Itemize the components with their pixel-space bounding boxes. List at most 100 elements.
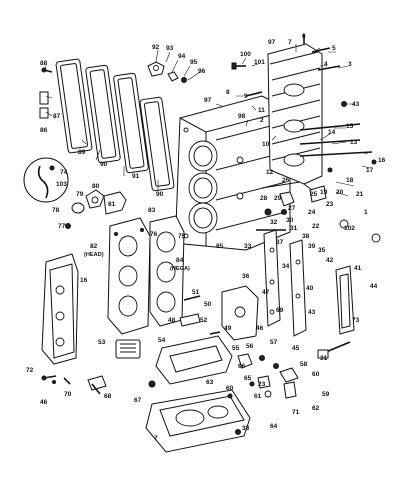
callout: 65 (244, 375, 252, 382)
callout: 71 (292, 409, 300, 416)
callout: 72 (26, 367, 34, 374)
callout: 50 (204, 301, 212, 308)
callout: 100 (240, 51, 251, 58)
callout: 103 (56, 181, 67, 188)
callout: 22 (312, 223, 320, 230)
callout: 77 (58, 223, 66, 230)
callout: 42 (326, 257, 334, 264)
callout: 33 (244, 243, 252, 250)
callout: 52 (200, 317, 208, 324)
callout: 7 (154, 435, 158, 442)
callout: 5 (332, 45, 336, 52)
callout: 47 (262, 289, 270, 296)
callout: 9 (244, 93, 248, 100)
callout: 55 (232, 345, 240, 352)
callout: 95 (190, 59, 198, 66)
callout: 43 (308, 309, 316, 316)
callout: 14 (328, 129, 336, 136)
callout: 26 (282, 177, 290, 184)
callout: 30 (286, 217, 294, 224)
head-cover (41, 253, 79, 365)
callout: 57 (270, 339, 278, 346)
callout: 66 (238, 363, 246, 370)
callout: 97 (268, 39, 276, 46)
callout: 91 (132, 173, 140, 180)
callout: 21 (356, 191, 364, 198)
callout: 80 (92, 183, 100, 190)
callout: 15 (346, 123, 354, 130)
callout: 93 (166, 45, 174, 52)
fitting-parts (147, 61, 246, 83)
callout: 39 (308, 243, 316, 250)
callout: 4 (324, 61, 328, 68)
callout: 45 (292, 345, 300, 352)
callout: 1 (364, 209, 368, 216)
callout: 60 (312, 371, 320, 378)
callout: 81 (108, 201, 116, 208)
callout: 46 (256, 325, 264, 332)
callout: 79 (76, 191, 84, 198)
callout: 44 (370, 283, 378, 290)
callout: 90 (156, 191, 164, 198)
callout: 33 (242, 425, 250, 432)
callout: 46 (40, 399, 48, 406)
callout: 68 (104, 393, 112, 400)
callout: 69 (276, 307, 284, 314)
exhaust-plate (145, 380, 251, 453)
callout: 82 (90, 243, 98, 250)
callout: 59 (322, 391, 330, 398)
callout: 40 (306, 285, 314, 292)
callout: 16 (80, 277, 88, 284)
callout: 87 (53, 113, 61, 120)
callout: 35 (318, 247, 326, 254)
callout: 96 (198, 68, 206, 75)
crankcase-cover (267, 34, 347, 191)
callout: 88 (40, 60, 48, 67)
callout: 48 (168, 317, 176, 324)
callout: 8 (226, 89, 230, 96)
callout: 20 (336, 189, 344, 196)
callout: 97 (204, 97, 212, 104)
bracket-assembly (179, 285, 259, 341)
exhaust-cover-gaskets (39, 58, 175, 192)
callout: 67 (134, 397, 142, 404)
linkage-parts (256, 159, 381, 243)
callout: 60 (226, 385, 234, 392)
callout: 101 (254, 59, 265, 66)
callout: 43 (352, 101, 360, 108)
callout: 53 (98, 339, 106, 346)
callout: 86 (40, 127, 48, 134)
callout: 32 (270, 219, 278, 226)
callout-labels: 88 87 86 89 90 91 90 92 93 94 95 96 100 … (26, 33, 386, 442)
callout: 98 (238, 113, 246, 120)
callout: 78 (52, 207, 60, 214)
callout: 36 (242, 273, 250, 280)
thermostat-assembly (23, 157, 127, 229)
callout: 17 (366, 167, 374, 174)
transfer-port-covers (263, 229, 355, 337)
filter-element (115, 339, 141, 359)
callout: (HEGA) (170, 266, 190, 272)
callout: 74 (60, 169, 68, 176)
callout: 18 (346, 177, 354, 184)
long-bolts (245, 91, 373, 157)
callout: 7 (288, 39, 292, 46)
callout: 23 (326, 201, 334, 208)
callout: 24 (308, 209, 316, 216)
callout: 75 (178, 233, 186, 240)
spark-plug-and-screws (41, 375, 107, 395)
callout: 61 (254, 393, 262, 400)
callout: 11 (258, 107, 265, 114)
callout: 41 (354, 265, 362, 272)
leader-lines (43, 44, 371, 197)
callout: 73 (352, 317, 360, 324)
callout: 38 (302, 233, 310, 240)
callout: 16 (378, 157, 386, 164)
callout: 85 (216, 243, 224, 250)
callout: 13 (350, 139, 358, 146)
callout: 2 (260, 117, 264, 124)
callout: 31 (290, 225, 298, 232)
callout: 25 (310, 191, 318, 198)
callout: 31 (320, 355, 328, 362)
